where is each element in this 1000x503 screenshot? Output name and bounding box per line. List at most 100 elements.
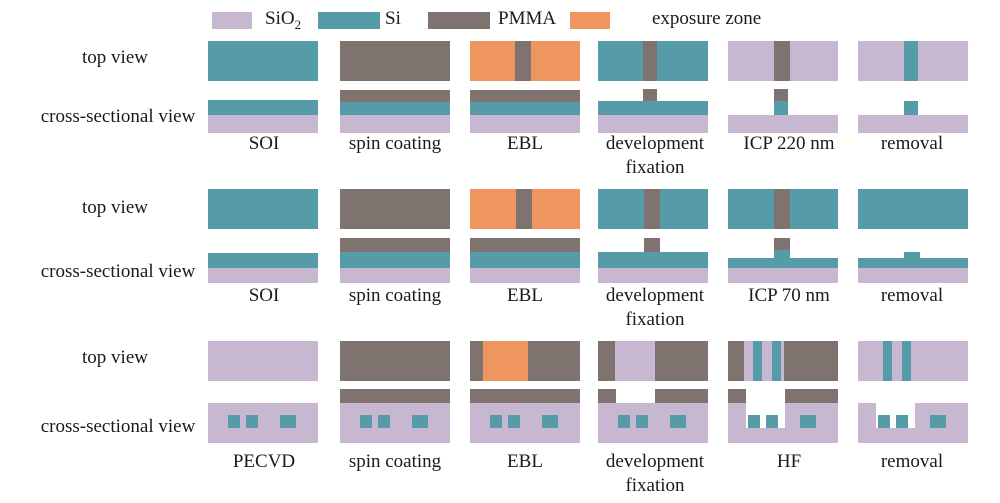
- p1-ebl-cs-si: [470, 102, 580, 115]
- p1-spin-top: [340, 41, 450, 81]
- p2-dev-cs-si: [598, 252, 708, 268]
- step-label-line: EBL: [507, 285, 543, 306]
- step-label-line: removal: [880, 451, 944, 472]
- row-label-top-view-1: top view: [82, 47, 148, 68]
- p1-ebl-cs-pmma: [470, 90, 580, 102]
- step-label-p1-s5: ICP 220 nm: [724, 132, 854, 156]
- p2-rem-cs-sio2: [858, 268, 968, 283]
- step-label-p1-s6: removal: [847, 132, 977, 156]
- legend-label-sio2-text: SiO: [265, 8, 295, 29]
- p2-icp-top-pmma-line: [774, 189, 790, 229]
- p2-spin-cs-si: [340, 252, 450, 268]
- p3-spin-cs-si-1: [360, 415, 372, 428]
- p1-soi-cs-si: [208, 100, 318, 115]
- p2-soi-top: [208, 189, 318, 229]
- p3-hf-cs-si-1: [748, 415, 760, 428]
- step-label-p2-s1: SOI: [199, 284, 329, 308]
- p3-dev-cs-pmma-left: [598, 389, 616, 403]
- p3-pecvd-cs-sio2: [208, 403, 318, 443]
- step-label-line: development: [605, 133, 705, 154]
- step-label-line: development: [605, 285, 705, 306]
- step-label-p2-s3: EBL: [460, 284, 590, 308]
- step-label-p1-s3: EBL: [460, 132, 590, 156]
- p1-rem-cs-si-ridge: [904, 101, 918, 115]
- p3-hf-cs-si-3: [800, 415, 816, 428]
- p2-ebl-cs-si: [470, 252, 580, 268]
- p1-spin-cs-si: [340, 102, 450, 115]
- p3-ebl-cs-pmma: [470, 389, 580, 403]
- p1-icp-cs-sio2: [728, 115, 838, 133]
- p2-dev-top-pmma-line: [644, 189, 660, 229]
- p2-spin-top: [340, 189, 450, 229]
- p3-dev-cs-sio2: [598, 403, 708, 443]
- p1-rem-cs-sio2: [858, 115, 968, 133]
- p3-hf-cs-pmma-left: [728, 389, 746, 403]
- p3-ebl-cs-si-1: [490, 415, 502, 428]
- p3-hf-cs-pmma-right: [785, 389, 838, 403]
- row-label-top-view-2: top view: [82, 197, 148, 218]
- p2-icp-cs-si-rib: [774, 250, 790, 258]
- p3-hf-cs-si-2: [766, 415, 778, 428]
- step-label-line: fixation: [625, 475, 685, 496]
- step-label-line: spin coating: [348, 285, 442, 306]
- legend-swatch-si: [318, 12, 380, 29]
- p2-dev-cs-sio2: [598, 268, 708, 283]
- p3-dev-cs-si-1: [618, 415, 630, 428]
- step-label-p1-s4: development fixation: [590, 132, 720, 180]
- p1-dev-cs-sio2: [598, 115, 708, 133]
- step-label-line: development: [605, 451, 705, 472]
- p1-spin-cs-pmma: [340, 90, 450, 102]
- p3-rem-top-si-1: [883, 341, 892, 381]
- p3-ebl-cs-sio2: [470, 403, 580, 443]
- step-label-p3-s1: PECVD: [199, 450, 329, 474]
- legend-swatch-sio2: [212, 12, 252, 29]
- p3-rem-cs-si-2: [896, 415, 908, 428]
- step-label-line: HF: [776, 451, 802, 472]
- p2-ebl-cs-sio2: [470, 268, 580, 283]
- step-label-p3-s6: removal: [847, 450, 977, 474]
- p2-dev-cs-pmma: [644, 238, 660, 252]
- legend-label-sio2: SiO2: [265, 8, 301, 36]
- step-label-line: fixation: [625, 157, 685, 178]
- step-label-p1-s1: SOI: [199, 132, 329, 156]
- p1-soi-top: [208, 41, 318, 81]
- p3-hf-top-si-1: [753, 341, 762, 381]
- p1-icp-cs-pmma: [774, 89, 788, 101]
- legend-label-si: Si: [385, 8, 401, 29]
- p3-spin-cs-sio2: [340, 403, 450, 443]
- p1-rem-top-si-line: [904, 41, 918, 81]
- p1-icp-top-pmma-line: [774, 41, 790, 81]
- step-label-line: removal: [880, 133, 944, 154]
- p3-dev-top-window: [615, 341, 655, 381]
- p1-ebl-top-pmma-line: [515, 41, 531, 81]
- legend-label-sio2-sub: 2: [294, 16, 302, 32]
- p3-dev-cs-pmma-right: [655, 389, 708, 403]
- p2-rem-top-si: [858, 189, 968, 229]
- step-label-line: spin coating: [348, 451, 442, 472]
- p2-icp-cs-si-slab: [728, 258, 838, 268]
- p1-soi-cs-sio2: [208, 115, 318, 133]
- p3-ebl-top-exposure: [483, 341, 528, 381]
- p3-rem-top-sio2: [858, 341, 968, 381]
- step-label-line: EBL: [507, 133, 543, 154]
- p1-ebl-cs-sio2: [470, 115, 580, 133]
- step-label-p3-s3: EBL: [460, 450, 590, 474]
- step-label-p2-s6: removal: [847, 284, 977, 308]
- step-label-p3-s4: development fixation: [590, 450, 720, 498]
- p2-rem-cs-si-slab: [858, 258, 968, 268]
- legend-swatch-pmma: [428, 12, 490, 29]
- p3-pecvd-cs-si-1: [228, 415, 240, 428]
- p1-dev-cs-si: [598, 101, 708, 115]
- row-label-cross-view-3: cross-sectional view: [40, 416, 196, 437]
- p2-spin-cs-sio2: [340, 268, 450, 283]
- step-label-p3-s2: spin coating: [330, 450, 460, 474]
- p1-dev-top-pmma-line: [643, 41, 657, 81]
- p3-pecvd-cs-si-3: [280, 415, 296, 428]
- step-label-p3-s5: HF: [724, 450, 854, 474]
- legend-swatch-exposure: [570, 12, 610, 29]
- row-label-cross-view-1: cross-sectional view: [40, 106, 196, 127]
- step-label-line: SOI: [248, 133, 280, 154]
- p3-dev-cs-si-2: [636, 415, 648, 428]
